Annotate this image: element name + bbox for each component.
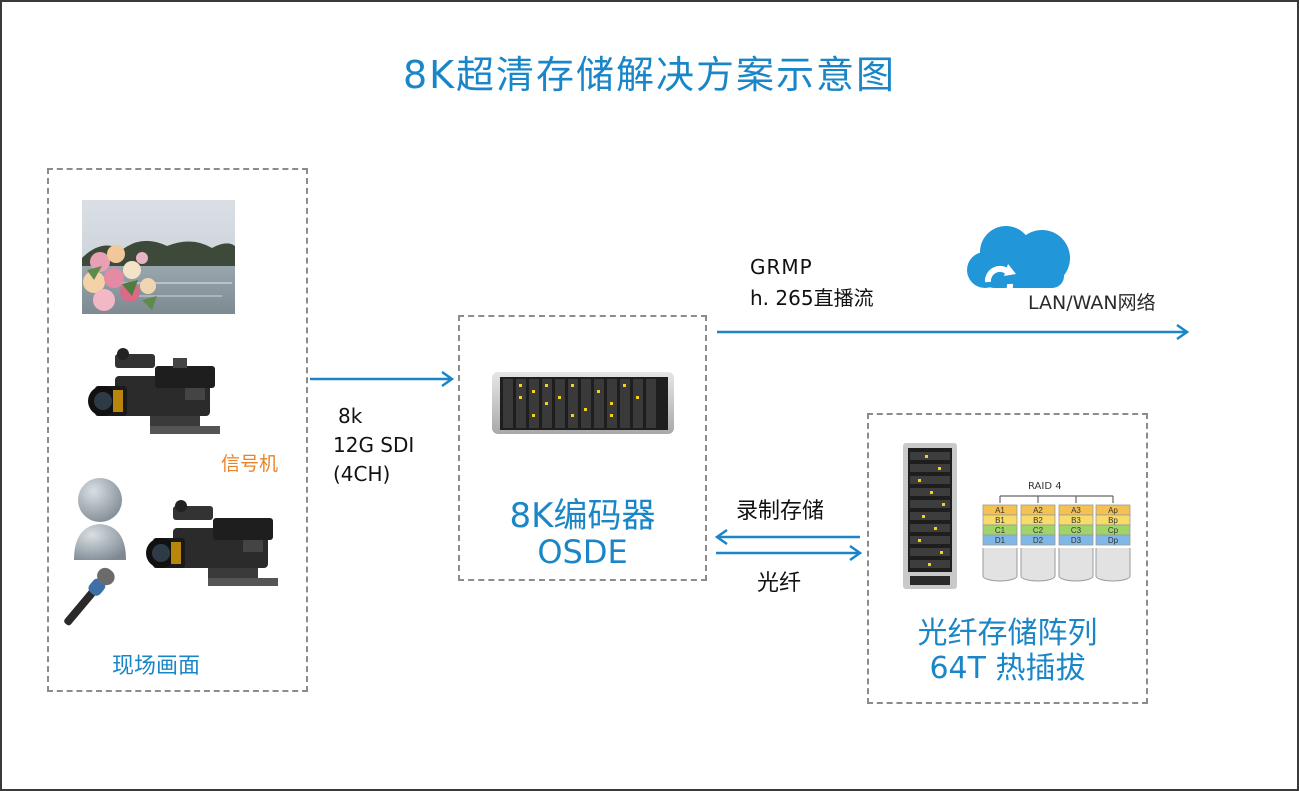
raid-cell: D3 — [1071, 536, 1082, 545]
sdi-label-line2: 12G SDI — [333, 433, 415, 457]
encoder-name: 8K编码器 — [509, 496, 656, 536]
network-label: LAN/WAN网络 — [1028, 292, 1156, 314]
source-box — [47, 168, 308, 692]
raid-cell: C3 — [1071, 526, 1082, 535]
stream-label-line1: GRMP — [750, 255, 813, 279]
encoder-box — [458, 315, 707, 581]
fiber-label: 光纤 — [757, 571, 802, 596]
encoder-model: OSDE — [537, 533, 628, 571]
raid-cell: B1 — [995, 516, 1005, 525]
diagram-title: 8K超清存储解决方案示意图 — [402, 53, 897, 97]
raid-cell: C1 — [995, 526, 1006, 535]
raid-label: RAID 4 — [1028, 481, 1062, 492]
raid-cell: A2 — [1033, 506, 1043, 515]
storage-name: 光纤存储阵列 — [917, 616, 1098, 651]
raid-cell: D2 — [1033, 536, 1044, 545]
raid-cell: B3 — [1071, 516, 1081, 525]
record-storage-label: 录制存储 — [736, 499, 825, 524]
raid-cell: A3 — [1071, 506, 1081, 515]
raid-cell: Ap — [1108, 506, 1118, 515]
stream-label-line2: h. 265直播流 — [750, 286, 874, 310]
raid-cell: C2 — [1033, 526, 1044, 535]
scene-label: 现场画面 — [112, 654, 201, 679]
storage-box — [867, 413, 1148, 704]
raid-cell: D1 — [995, 536, 1006, 545]
raid-cell: Bp — [1108, 516, 1118, 525]
raid-cell: B2 — [1033, 516, 1043, 525]
raid-cell: Dp — [1108, 536, 1119, 545]
signal-machine-label: 信号机 — [221, 453, 279, 475]
raid-cell: Cp — [1108, 526, 1119, 535]
sdi-label-line1: 8k — [338, 404, 363, 428]
raid-cell: A1 — [995, 506, 1005, 515]
storage-capacity: 64T 热插拔 — [929, 651, 1086, 686]
sdi-label-line3: (4CH) — [333, 462, 391, 486]
scene-photo — [82, 200, 235, 314]
